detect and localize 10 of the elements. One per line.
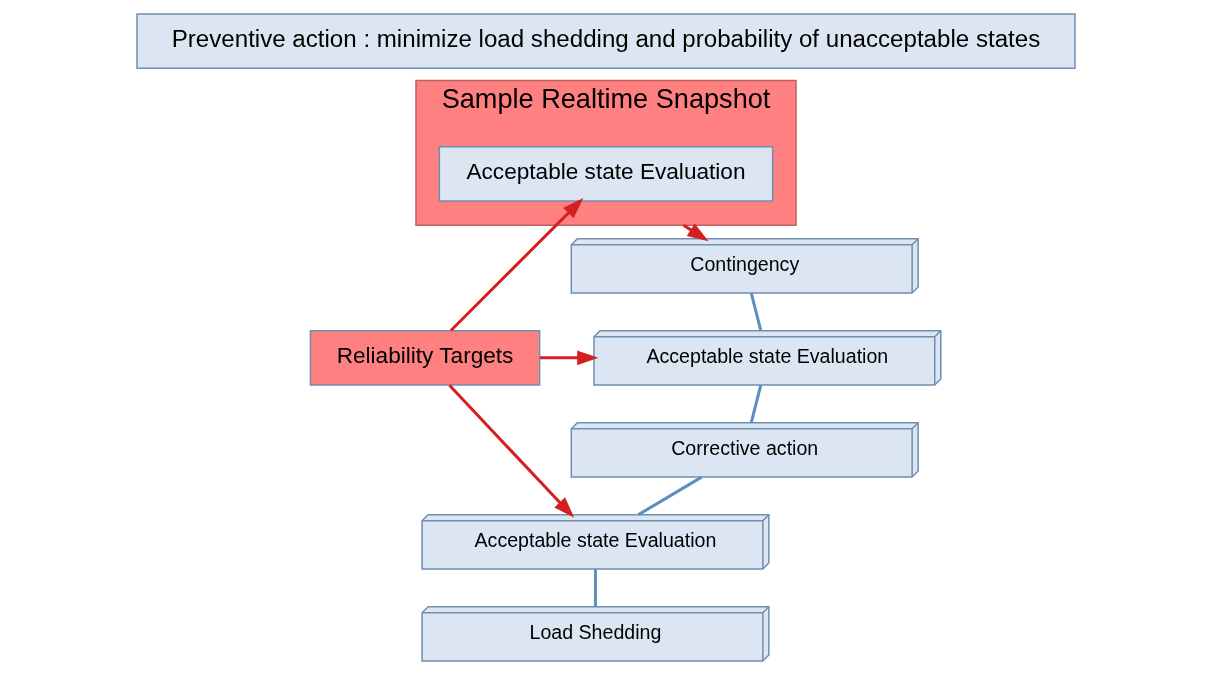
node-box: Acceptable state Evaluation <box>438 146 773 202</box>
connector <box>593 569 597 607</box>
arrow <box>539 350 598 366</box>
node-box: Reliability Targets <box>309 329 540 386</box>
connector <box>637 475 702 516</box>
connector <box>749 292 762 331</box>
connector <box>749 384 762 423</box>
node-box: Preventive action : minimize load shedding and probability of unacceptable states <box>135 13 1076 70</box>
arrow <box>447 384 574 518</box>
arrow <box>449 198 583 332</box>
